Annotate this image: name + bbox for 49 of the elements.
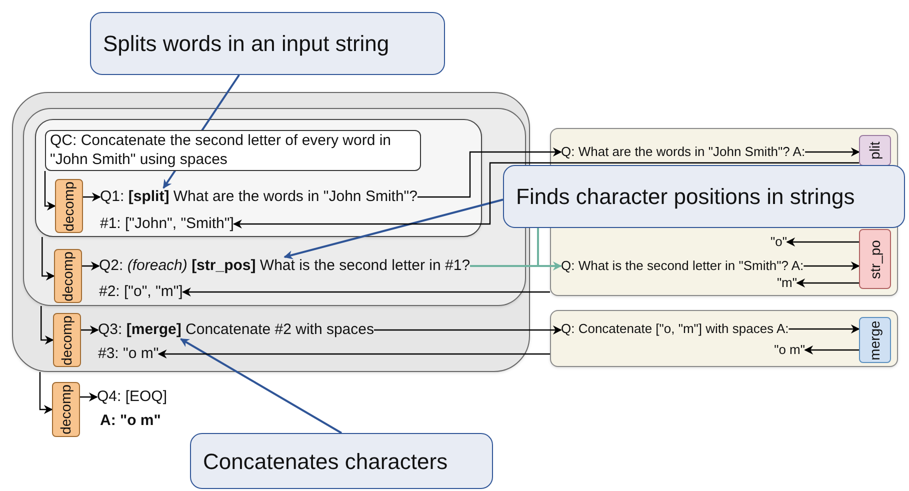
arrow (44, 171, 56, 210)
arrow (80, 392, 98, 402)
prompt-text: "o" (770, 234, 787, 250)
decomp-box: decomp (52, 382, 80, 437)
decomp-box: decomp (53, 313, 81, 367)
callout-tooltip: Splits words in an input string (90, 12, 445, 75)
step-text: Q4: [EOQ] (97, 388, 168, 406)
callout-arrow (284, 198, 504, 260)
module-box: str_po (859, 229, 891, 289)
arrow (182, 288, 550, 296)
container-panel (35, 119, 482, 237)
prompt-text: Q: What is the second letter in "Smith"? A: (561, 258, 804, 274)
arrow (42, 237, 55, 280)
arrow (232, 162, 859, 228)
module-box: merge (859, 317, 891, 363)
arrow (804, 346, 859, 354)
step-text: A: "o m" (100, 412, 161, 430)
step-text: Q3: [merge] Concatenate #2 with spaces (98, 321, 374, 339)
step-text: #3: "o m" (98, 345, 159, 363)
step-text: #2: ["o", "m"] (99, 283, 183, 301)
arrow (39, 372, 53, 414)
step-text: Q2: (foreach) [str_pos] What is the second letter in #1? (99, 257, 470, 275)
prompt-text: "m" (776, 275, 797, 291)
arrow (417, 148, 562, 198)
arrow (374, 326, 562, 334)
decomp-box: decomp (54, 249, 82, 303)
arrow (786, 238, 859, 246)
step-text: Q1: [split] What are the words in "John Smith"? (100, 188, 418, 206)
prompt-text: Q: Concatenate ["o, "m"] with spaces A: (561, 321, 789, 337)
arrow (81, 326, 99, 334)
callout-arrow (180, 338, 342, 434)
arrow (788, 324, 860, 334)
callout-tooltip: Concatenates characters (190, 433, 493, 489)
arrow (40, 306, 54, 344)
callout-tooltip: Finds character positions in strings (503, 165, 905, 228)
arrow (796, 278, 859, 288)
prompt-text: "o m" (774, 342, 805, 358)
arrow (804, 262, 860, 270)
connector-line (470, 227, 539, 267)
question-box: QC: Concatenate the second letter of every word in "John Smith" using spaces (45, 130, 421, 171)
arrow (83, 192, 101, 202)
prompt-text: Q: What are the words in "John Smith"? A: (561, 144, 806, 160)
decomp-box: decomp (55, 179, 83, 233)
arrow (82, 262, 100, 270)
module-box: plit (859, 135, 891, 166)
arrow (158, 350, 550, 358)
prompt-panel (550, 310, 898, 367)
arrow (805, 148, 860, 156)
step-text: #1: ["John", "Smith"] (100, 215, 234, 233)
